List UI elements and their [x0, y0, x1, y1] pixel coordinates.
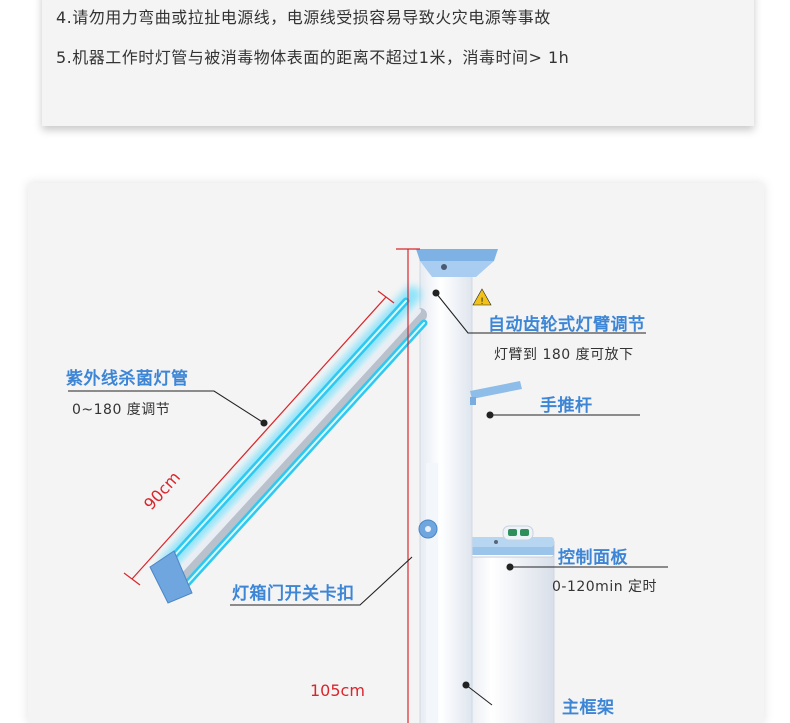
uv-lamp-tubes	[149, 286, 428, 604]
instruction-item-4: 4.请勿用力弯曲或拉扯电源线，电源线受损容易导致火灾电源等事故	[56, 8, 551, 27]
push-handle-title: 手推杆	[540, 396, 593, 416]
height-dimension	[396, 248, 420, 723]
instructions-card: 4.请勿用力弯曲或拉扯电源线，电源线受损容易导致火灾电源等事故 5.机器工作时灯…	[42, 0, 754, 126]
leader-latch	[230, 556, 413, 606]
control-panel-title: 控制面板	[558, 548, 628, 568]
bottom-partial-title: 主框架	[562, 698, 615, 718]
product-diagram-card: !	[28, 183, 764, 723]
control-panel-device	[458, 525, 554, 555]
instruction-item-5: 5.机器工作时灯管与被消毒物体表面的距离不超过1米，消毒时间> 1h	[56, 48, 570, 67]
lamp-length-dimension	[123, 290, 395, 586]
main-pole	[419, 254, 473, 723]
sterilizer-illustration: !	[68, 248, 668, 723]
leader-gear-arm	[435, 292, 646, 334]
leader-lines	[68, 289, 668, 706]
gear-arm-title: 自动齿轮式灯臂调节	[488, 315, 646, 335]
control-panel-desc: 0-120min 定时	[552, 579, 658, 595]
lamp-box-latch-title: 灯箱门开关卡扣	[232, 584, 355, 604]
uv-lamp-desc: 0~180 度调节	[72, 402, 171, 418]
latch-knob	[418, 519, 438, 539]
pole-top-cap	[416, 249, 498, 277]
height-label: 105cm	[310, 681, 365, 700]
warning-icon: !	[472, 288, 492, 307]
leader-uv-lamp	[68, 390, 265, 424]
push-handle-device	[470, 381, 522, 405]
uv-lamp-title: 紫外线杀菌灯管	[66, 369, 189, 389]
gear-arm-desc: 灯臂到 180 度可放下	[494, 347, 634, 363]
svg-text:!: !	[480, 297, 484, 307]
